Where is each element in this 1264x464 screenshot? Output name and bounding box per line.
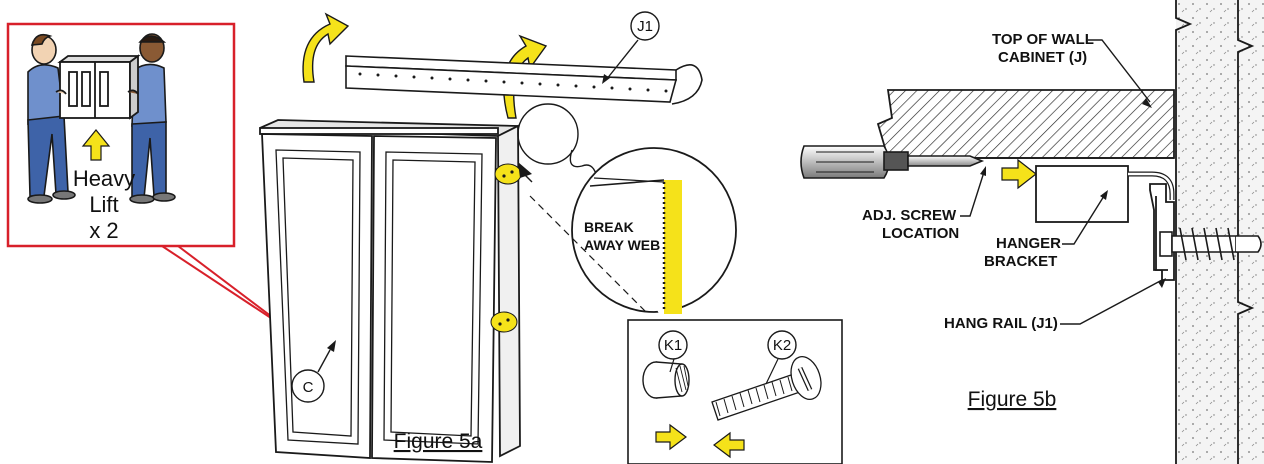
leader-line	[605, 39, 639, 81]
arrowhead	[518, 162, 532, 178]
label-hanger-line-2: BRACKET	[984, 253, 1057, 270]
lift-up-arrow-icon	[81, 129, 111, 161]
inset-text-line-3: x 2	[89, 218, 118, 243]
arrowhead	[1100, 190, 1108, 200]
hanger-bracket-marker	[494, 163, 522, 185]
label-top-of-wall-line-2: CABINET (J)	[998, 49, 1087, 66]
wall-cabinet	[259, 119, 521, 463]
arrow-left-icon	[713, 431, 745, 459]
label-hang-rail: HANG RAIL (J1)	[944, 315, 1058, 332]
wall-section	[1175, 0, 1264, 464]
figure-5b: TOP OF WALL CABINET (J) ADJ. SCREW LOCAT…	[800, 0, 1264, 464]
carried-cabinet	[55, 54, 141, 120]
leader-line	[960, 171, 985, 217]
leader-line	[1060, 279, 1163, 325]
label-adj-screw-line-2: LOCATION	[882, 225, 959, 242]
arrowhead	[1142, 98, 1152, 108]
callout-j1	[630, 11, 660, 41]
hanger-bracket	[1035, 165, 1175, 223]
cabinet-top-section	[876, 89, 1175, 159]
figure-5a-caption: Figure 5a	[394, 430, 483, 453]
curved-arrow-icon	[302, 12, 350, 83]
callout-k1	[658, 330, 688, 360]
leader-line	[1062, 195, 1105, 245]
hang-rail	[345, 55, 703, 105]
detail-leader-dashed	[529, 195, 647, 313]
wall-screw	[1159, 227, 1262, 261]
callout-c	[291, 369, 325, 403]
callout-k1-label: K1	[664, 337, 682, 354]
inset-text-line-2: Lift	[89, 192, 118, 217]
inset-text-line-1: Heavy	[73, 166, 135, 191]
callout-k2	[767, 330, 797, 360]
arrowhead	[327, 340, 336, 352]
arrowhead	[1158, 278, 1166, 288]
break-away-web-detail: BREAK AWAY WEB	[571, 147, 737, 316]
label-hanger-line-1: HANGER	[996, 235, 1061, 252]
detail-source-circle	[517, 103, 579, 165]
figure-5b-caption: Figure 5b	[968, 388, 1057, 411]
arrow-right-icon	[1001, 158, 1037, 190]
break-away-line-2: AWAY WEB	[584, 237, 660, 253]
figure-5a: J1 C	[259, 11, 843, 464]
leader-line	[1088, 39, 1151, 103]
label-adj-screw-line-1: ADJ. SCREW	[862, 207, 957, 224]
callout-k2-label: K2	[773, 337, 791, 354]
arrow-right-icon	[655, 423, 687, 451]
fastener-detail-box: K1 K2	[627, 319, 843, 464]
hanger-bracket-marker	[490, 311, 518, 333]
k1-insert	[642, 361, 690, 399]
arrowhead	[980, 166, 986, 176]
person-right	[129, 33, 176, 204]
person-left	[27, 33, 76, 204]
label-top-of-wall-line-1: TOP OF WALL	[992, 31, 1094, 48]
leader-line	[317, 349, 331, 373]
arrowhead	[602, 74, 610, 84]
break-away-line-1: BREAK	[584, 219, 634, 235]
callout-j1-label: J1	[637, 18, 653, 35]
screwdriver-icon	[800, 145, 985, 179]
callout-c-label: C	[303, 379, 314, 396]
